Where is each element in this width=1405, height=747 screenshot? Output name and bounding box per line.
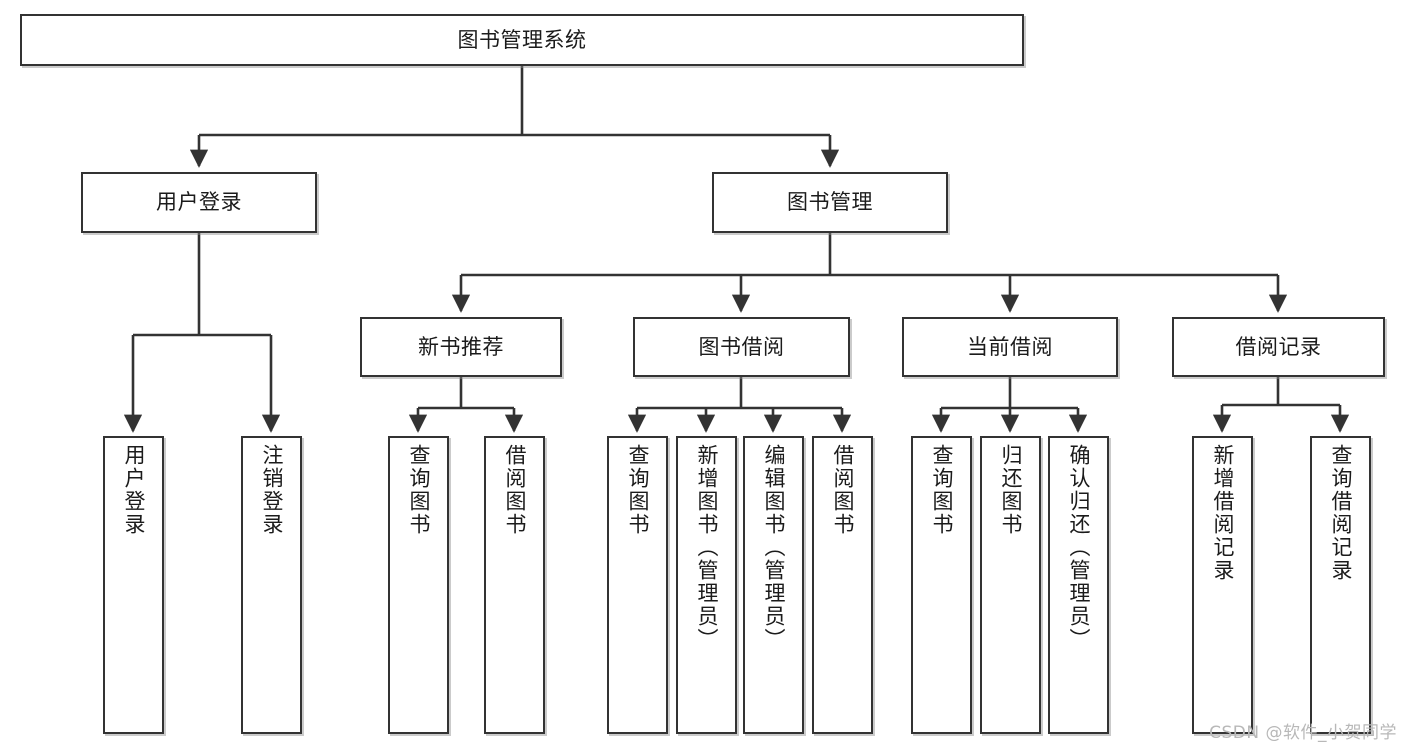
leaf-new-book-1[interactable]: 查询图书 <box>388 436 449 734</box>
leaf-current-borrow-1[interactable]: 查询图书 <box>911 436 972 734</box>
node-new-book-recommend[interactable]: 新书推荐 <box>360 317 562 377</box>
node-root[interactable]: 图书管理系统 <box>20 14 1024 66</box>
leaf-book-borrow-4[interactable]: 借阅图书 <box>812 436 873 734</box>
leaf-user-login-1[interactable]: 用户登录 <box>103 436 164 734</box>
node-book-manage-label: 图书管理 <box>787 190 873 215</box>
leaf-current-borrow-2[interactable]: 归还图书 <box>980 436 1041 734</box>
leaf-borrow-record-1-label: 新增借阅记录 <box>1211 444 1235 582</box>
leaf-borrow-record-1[interactable]: 新增借阅记录 <box>1192 436 1253 734</box>
node-borrow-record-label: 借阅记录 <box>1235 334 1322 359</box>
node-book-manage[interactable]: 图书管理 <box>712 172 948 233</box>
node-user-login[interactable]: 用户登录 <box>81 172 317 233</box>
leaf-book-borrow-1-label: 查询图书 <box>626 444 650 536</box>
leaf-borrow-record-2[interactable]: 查询借阅记录 <box>1310 436 1371 734</box>
node-new-book-recommend-label: 新书推荐 <box>418 334 504 359</box>
leaf-book-borrow-2[interactable]: 新增图书（管理员） <box>676 436 737 734</box>
leaf-current-borrow-3-label: 确认归还（管理员） <box>1067 444 1091 651</box>
leaf-borrow-record-2-label: 查询借阅记录 <box>1329 444 1353 582</box>
node-user-login-label: 用户登录 <box>156 190 242 215</box>
leaf-user-login-2[interactable]: 注销登录 <box>241 436 302 734</box>
node-current-borrow[interactable]: 当前借阅 <box>902 317 1118 377</box>
leaf-book-borrow-3[interactable]: 编辑图书（管理员） <box>743 436 804 734</box>
leaf-user-login-1-label: 用户登录 <box>122 444 146 536</box>
node-book-borrow[interactable]: 图书借阅 <box>633 317 850 377</box>
leaf-new-book-1-label: 查询图书 <box>407 444 431 536</box>
node-borrow-record[interactable]: 借阅记录 <box>1172 317 1385 377</box>
leaf-user-login-2-label: 注销登录 <box>260 444 284 536</box>
leaf-new-book-2-label: 借阅图书 <box>503 444 527 536</box>
leaf-book-borrow-1[interactable]: 查询图书 <box>607 436 668 734</box>
node-current-borrow-label: 当前借阅 <box>967 334 1053 359</box>
leaf-current-borrow-2-label: 归还图书 <box>999 444 1023 536</box>
leaf-book-borrow-3-label: 编辑图书（管理员） <box>762 444 786 651</box>
node-root-label: 图书管理系统 <box>457 27 587 52</box>
leaf-book-borrow-2-label: 新增图书（管理员） <box>695 444 719 651</box>
leaf-current-borrow-3[interactable]: 确认归还（管理员） <box>1048 436 1109 734</box>
leaf-current-borrow-1-label: 查询图书 <box>930 444 954 536</box>
leaf-book-borrow-4-label: 借阅图书 <box>831 444 855 536</box>
node-book-borrow-label: 图书借阅 <box>698 334 785 359</box>
leaf-new-book-2[interactable]: 借阅图书 <box>484 436 545 734</box>
